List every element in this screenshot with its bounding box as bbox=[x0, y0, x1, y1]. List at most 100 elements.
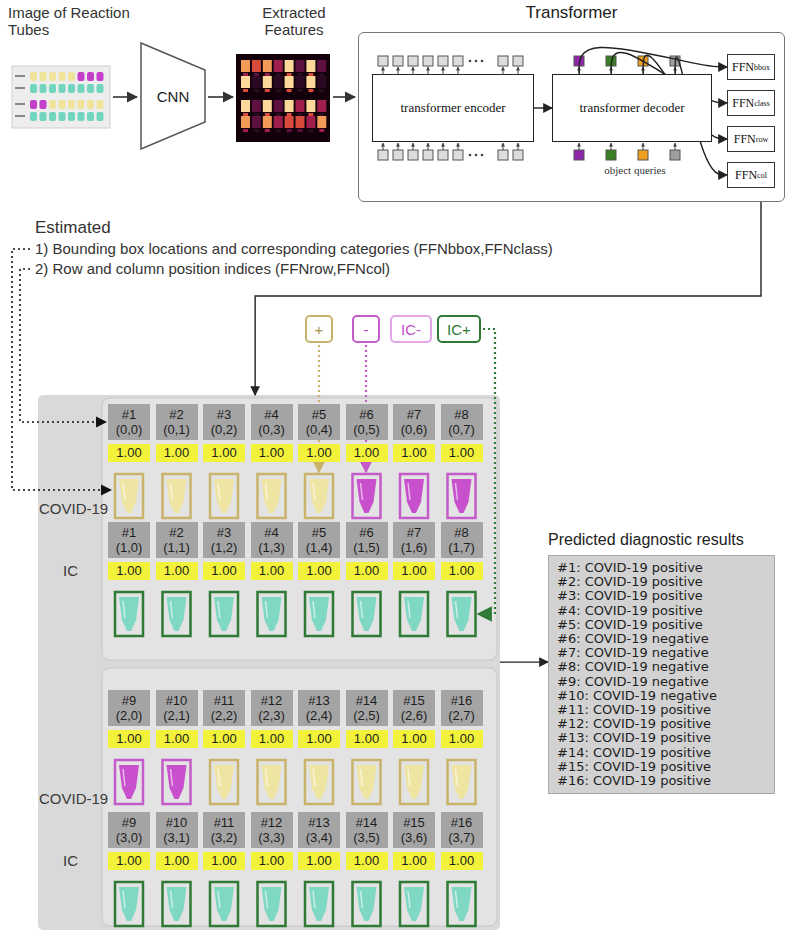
position-index-box: #7(0,6) bbox=[393, 404, 435, 440]
feature-cell bbox=[274, 116, 283, 128]
index-text: #10 bbox=[166, 815, 188, 830]
confidence-box: 1.00 bbox=[346, 852, 388, 870]
tube-highlight bbox=[171, 769, 173, 786]
thumbnail-mark bbox=[15, 87, 25, 89]
score-text: 1.00 bbox=[354, 853, 379, 869]
feature-cell bbox=[317, 116, 326, 128]
result-line: #5: COVID-19 positive bbox=[557, 618, 766, 632]
index-text: #2 bbox=[169, 407, 183, 422]
result-line: #6: COVID-19 negative bbox=[557, 632, 766, 646]
token-arrow bbox=[503, 143, 504, 150]
thumbnail-tube bbox=[59, 84, 66, 93]
score-text: 1.00 bbox=[259, 731, 284, 747]
thumbnail-tube bbox=[68, 112, 75, 121]
position-index-box: #12(3,3) bbox=[251, 812, 293, 848]
index-text: #2 bbox=[169, 525, 183, 540]
thumbnail-tube bbox=[87, 84, 94, 93]
head-subscript: col bbox=[757, 171, 767, 180]
feature-cell bbox=[287, 73, 292, 76]
panel-heading: Transformer bbox=[358, 2, 785, 24]
thumbnail-tube bbox=[87, 112, 94, 121]
thumbnail-tube bbox=[40, 100, 47, 109]
token-square bbox=[670, 150, 680, 160]
block-label: CNN bbox=[157, 88, 190, 105]
score-text: 1.00 bbox=[259, 853, 284, 869]
detection-box bbox=[353, 592, 381, 636]
token-arrow bbox=[643, 143, 644, 150]
class-name: - bbox=[364, 321, 369, 338]
thumbnail-mark bbox=[15, 75, 25, 77]
detection-box bbox=[210, 474, 238, 518]
position-index-box: #7(1,6) bbox=[393, 522, 435, 558]
tube-highlight bbox=[266, 601, 268, 618]
detection-box bbox=[163, 760, 191, 804]
token-square bbox=[606, 150, 616, 160]
index-text: #1 bbox=[122, 525, 136, 540]
reaction-tube bbox=[309, 887, 329, 921]
feature-cell bbox=[287, 113, 292, 116]
reaction-tube bbox=[357, 887, 377, 921]
thumbnail-mark bbox=[15, 103, 25, 105]
tube-highlight bbox=[218, 769, 220, 786]
confidence-box: 1.00 bbox=[156, 444, 198, 462]
confidence-box: 1.00 bbox=[156, 852, 198, 870]
thumbnail-tube bbox=[97, 112, 104, 121]
confidence-box: 1.00 bbox=[393, 852, 435, 870]
result-line: #10: COVID-19 negative bbox=[557, 689, 766, 703]
index-text: #9 bbox=[122, 693, 136, 708]
confidence-box: 1.00 bbox=[251, 444, 293, 462]
tube-highlight bbox=[408, 891, 410, 908]
position-index-box: #1(0,0) bbox=[108, 404, 150, 440]
reaction-tube bbox=[452, 479, 472, 513]
index-text: (2,3) bbox=[258, 708, 285, 723]
score-text: 1.00 bbox=[259, 563, 284, 579]
feature-cell bbox=[252, 76, 261, 88]
token-arrow bbox=[428, 143, 429, 150]
tube-tray bbox=[102, 398, 497, 660]
feature-cell bbox=[265, 73, 270, 76]
detection-box bbox=[115, 760, 143, 804]
position-index-box: #11(3,2) bbox=[203, 812, 245, 848]
reaction-tube bbox=[357, 765, 377, 799]
feature-cell bbox=[254, 89, 259, 92]
feature-cell bbox=[274, 60, 283, 72]
tube-highlight bbox=[171, 601, 173, 618]
reaction-tube bbox=[404, 479, 424, 513]
index-text: (0,5) bbox=[353, 422, 380, 437]
index-text: (0,2) bbox=[211, 422, 238, 437]
index-text: #13 bbox=[308, 693, 330, 708]
estimate-item: 2) Row and column position indices (FFNr… bbox=[35, 260, 390, 277]
position-index-box: #9(2,0) bbox=[108, 690, 150, 726]
tube-highlight bbox=[266, 769, 268, 786]
feature-cell bbox=[274, 76, 283, 88]
feature-cell bbox=[317, 76, 326, 88]
thumbnail-tube bbox=[87, 100, 94, 109]
detection-box bbox=[210, 760, 238, 804]
feature-cell bbox=[306, 60, 315, 72]
tube-highlight bbox=[361, 601, 363, 618]
feature-cell bbox=[298, 129, 303, 132]
index-text: (1,6) bbox=[401, 540, 428, 555]
feature-cell bbox=[296, 76, 305, 88]
leader-line bbox=[12, 249, 111, 490]
reaction-tube bbox=[119, 597, 139, 631]
position-index-box: #15(2,6) bbox=[393, 690, 435, 726]
index-text: (2,1) bbox=[163, 708, 190, 723]
score-text: 1.00 bbox=[354, 563, 379, 579]
thumbnail-tube bbox=[78, 112, 85, 121]
reaction-tube bbox=[119, 765, 139, 799]
connector bbox=[534, 107, 552, 108]
feature-cell bbox=[265, 129, 270, 132]
ffn-head: FFNclass bbox=[727, 90, 775, 116]
ellipsis-dot bbox=[475, 60, 478, 63]
confidence-box: 1.00 bbox=[393, 562, 435, 580]
position-index-box: #5(0,4) bbox=[298, 404, 340, 440]
position-index-box: #3(1,2) bbox=[203, 522, 245, 558]
detection-box bbox=[400, 760, 428, 804]
thumbnail-tube bbox=[40, 72, 47, 81]
index-text: (3,0) bbox=[116, 830, 143, 845]
ffn-head: FFNcol bbox=[727, 162, 775, 188]
row-label: COVID-19 bbox=[39, 790, 108, 808]
result-line: #9: COVID-19 negative bbox=[557, 675, 766, 689]
score-text: 1.00 bbox=[306, 853, 331, 869]
